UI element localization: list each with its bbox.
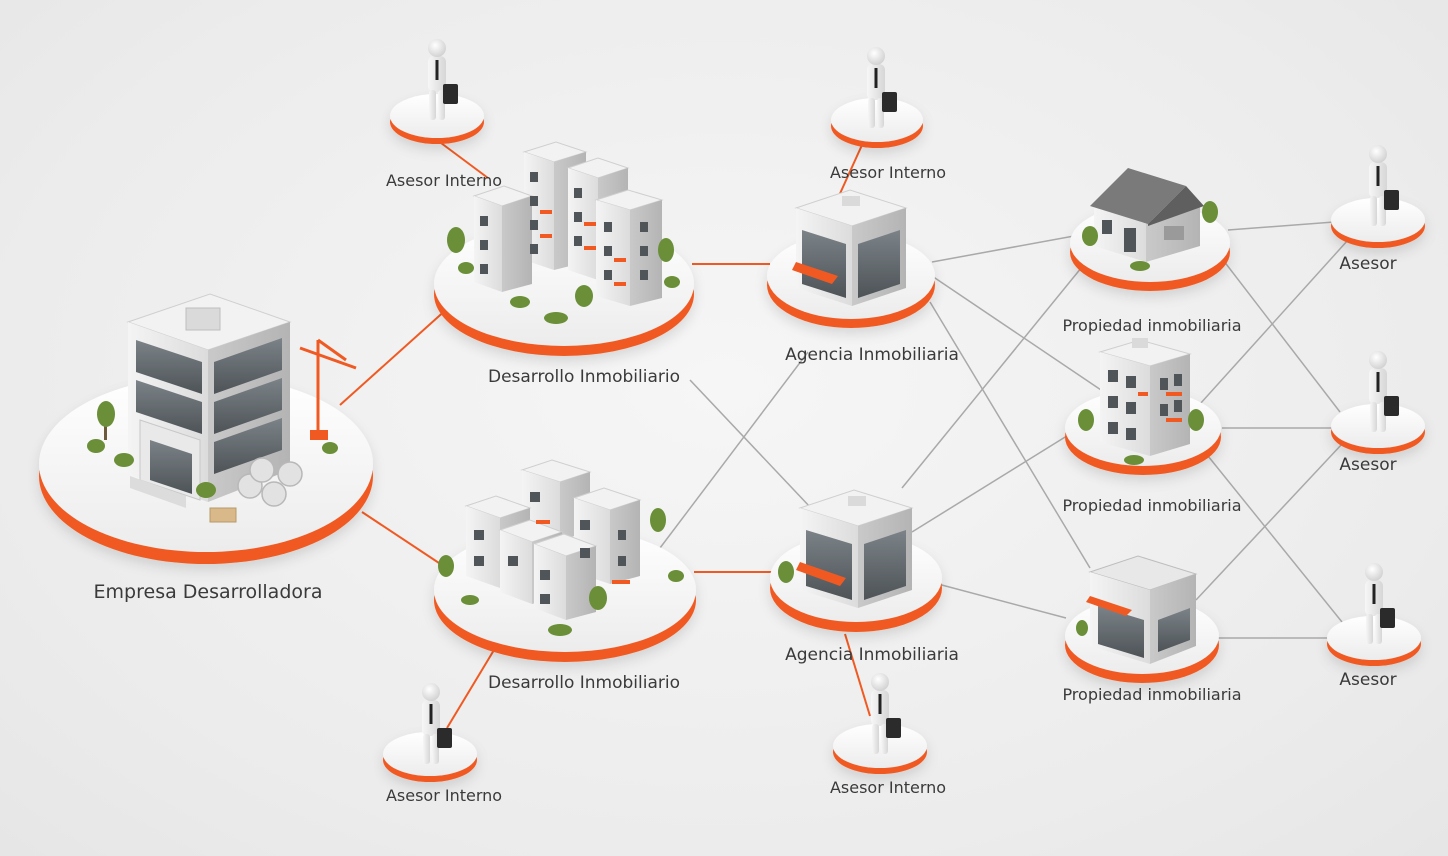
node-label-empresa: Empresa Desarrolladora <box>94 581 323 603</box>
node-label-asesor-interno-4: Asesor Interno <box>830 778 946 797</box>
node-desarrollo-1[interactable]: Desarrollo Inmobiliario <box>434 141 694 387</box>
node-label-propiedad-3: Propiedad inmobiliaria <box>1062 685 1241 704</box>
link-propiedad-3-asesor-2 <box>1195 443 1343 601</box>
apartment-complex-icon <box>447 141 680 324</box>
link-desarrollo-2-agencia-1 <box>659 351 809 549</box>
apartment-building-icon <box>1078 338 1204 465</box>
node-propiedad-3[interactable]: Propiedad inmobiliaria <box>1062 555 1242 704</box>
node-label-propiedad-1: Propiedad inmobiliaria <box>1062 316 1241 335</box>
node-label-asesor-3: Asesor <box>1339 670 1396 690</box>
node-label-propiedad-2: Propiedad inmobiliaria <box>1062 496 1241 515</box>
link-empresa-desarrollo-1 <box>339 307 449 406</box>
link-propiedad-2-asesor-1 <box>1199 239 1349 405</box>
node-label-asesor-interno-2: Asesor Interno <box>830 163 946 182</box>
node-label-agencia-1: Agencia Inmobiliaria <box>785 345 959 365</box>
house-icon <box>1082 168 1218 271</box>
link-asesor-interno-3-desarrollo-2 <box>446 649 495 729</box>
node-label-asesor-interno-3: Asesor Interno <box>386 786 502 805</box>
agency-building-icon <box>778 489 914 608</box>
businessman-icon <box>422 683 452 764</box>
link-asesor-interno-1-desarrollo-1 <box>436 139 489 179</box>
businessman-icon <box>867 47 897 128</box>
link-empresa-desarrollo-2 <box>361 511 443 566</box>
node-label-asesor-interno-1: Asesor Interno <box>386 171 502 190</box>
businessman-icon <box>1365 563 1395 644</box>
link-desarrollo-1-agencia-2 <box>689 379 829 527</box>
node-asesor-interno-3[interactable]: Asesor Interno <box>383 683 502 805</box>
link-agencia-2-propiedad-1 <box>901 261 1087 489</box>
link-propiedad-1-asesor-2 <box>1219 255 1341 413</box>
node-label-agencia-2: Agencia Inmobiliaria <box>785 645 959 665</box>
node-asesor-2[interactable]: Asesor <box>1331 351 1425 475</box>
node-asesor-3[interactable]: Asesor <box>1327 563 1421 690</box>
node-agencia-2[interactable]: Agencia Inmobiliaria <box>770 489 959 665</box>
link-agencia-2-propiedad-2 <box>911 433 1071 533</box>
node-asesor-interno-4[interactable]: Asesor Interno <box>830 673 946 797</box>
office-tower-with-crane-icon <box>87 293 357 523</box>
agency-building-icon <box>792 189 908 306</box>
link-asesor-interno-4-agencia-2 <box>844 633 871 717</box>
node-asesor-interno-2[interactable]: Asesor Interno <box>830 47 946 182</box>
link-agencia-2-propiedad-3 <box>937 583 1067 619</box>
node-label-desarrollo-1: Desarrollo Inmobiliario <box>488 367 680 387</box>
link-agencia-1-propiedad-2 <box>931 275 1105 393</box>
link-propiedad-2-asesor-3 <box>1207 455 1343 623</box>
node-propiedad-1[interactable]: Propiedad inmobiliaria <box>1062 168 1242 335</box>
node-empresa[interactable]: Empresa Desarrolladora <box>39 293 373 603</box>
link-agencia-1-propiedad-3 <box>929 301 1091 569</box>
storefront-icon <box>1076 555 1198 664</box>
node-asesor-1[interactable]: Asesor <box>1331 145 1425 274</box>
townhouse-complex-icon <box>438 459 684 636</box>
connection-lines <box>339 139 1349 729</box>
node-label-asesor-2: Asesor <box>1339 455 1396 475</box>
link-asesor-interno-2-agencia-1 <box>837 144 863 199</box>
businessman-icon <box>871 673 901 754</box>
node-agencia-1[interactable]: Agencia Inmobiliaria <box>767 189 959 365</box>
link-agencia-1-propiedad-1 <box>931 235 1075 263</box>
businessman-icon <box>1369 145 1399 226</box>
link-propiedad-1-asesor-1 <box>1227 221 1335 231</box>
node-propiedad-2[interactable]: Propiedad inmobiliaria <box>1062 338 1242 515</box>
businessman-icon <box>1369 351 1399 432</box>
node-label-asesor-1: Asesor <box>1339 254 1396 274</box>
businessman-icon <box>428 39 458 120</box>
node-label-desarrollo-2: Desarrollo Inmobiliario <box>488 673 680 693</box>
node-desarrollo-2[interactable]: Desarrollo Inmobiliario <box>434 459 696 693</box>
node-asesor-interno-1[interactable]: Asesor Interno <box>386 39 502 190</box>
